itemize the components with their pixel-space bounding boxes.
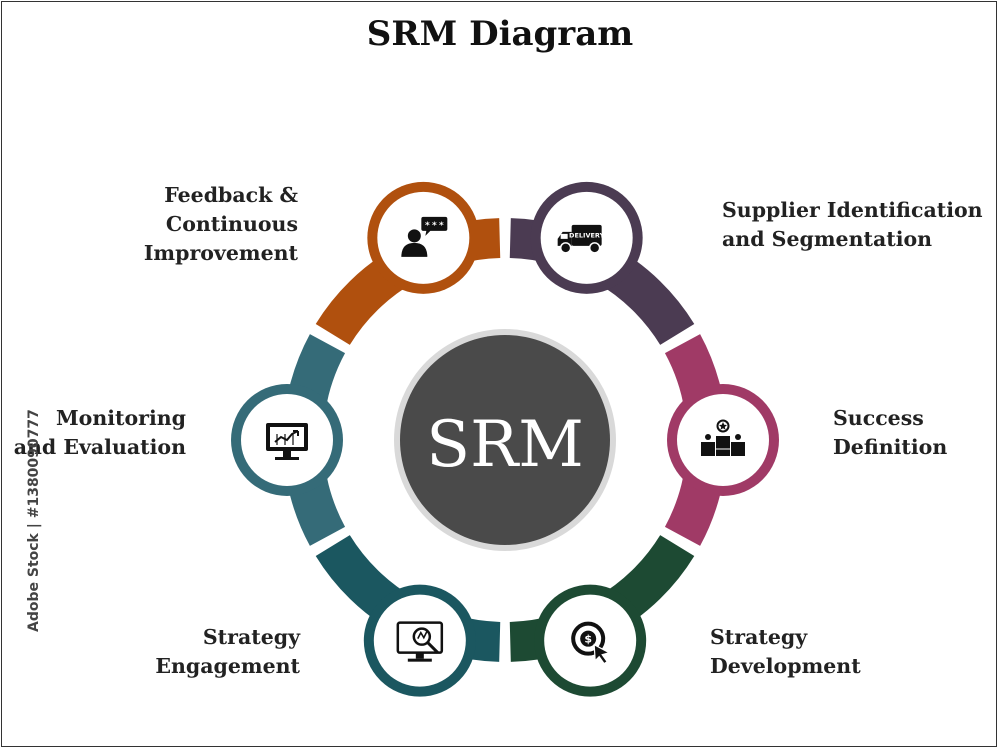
feedback-person-icon: *** bbox=[401, 216, 448, 257]
label-line: and Segmentation bbox=[722, 227, 933, 251]
center-label: SRM bbox=[426, 408, 584, 482]
stock-watermark-id: Adobe Stock | #1380090777 bbox=[26, 409, 42, 632]
monitor-magnifier-icon bbox=[396, 621, 444, 662]
label-line: Success bbox=[833, 406, 924, 430]
label-line: Continuous bbox=[165, 212, 298, 236]
icon-badge-supplier: DELIVERY bbox=[530, 181, 643, 294]
icon-badge-engagement bbox=[363, 584, 476, 697]
svg-text:*: * bbox=[425, 221, 430, 231]
svg-text:DELIVERY: DELIVERY bbox=[569, 231, 605, 239]
monitor-chart-icon bbox=[266, 423, 308, 460]
label-line: Engagement bbox=[155, 654, 300, 678]
label-line: Definition bbox=[833, 435, 948, 459]
icon-badge-inner bbox=[373, 594, 466, 687]
label-line: Supplier Identification bbox=[722, 198, 983, 222]
label-strategy-development: Strategy Development bbox=[710, 623, 861, 681]
label-line: Strategy bbox=[202, 625, 300, 649]
delivery-truck-icon: DELIVERY bbox=[557, 224, 605, 254]
dollar-click-icon: $ bbox=[571, 621, 611, 665]
label-monitoring-evaluation: Monitoring and Evaluation bbox=[14, 404, 186, 462]
svg-text:*: * bbox=[432, 221, 437, 231]
label-line: Strategy bbox=[710, 625, 808, 649]
podium-icon bbox=[701, 419, 745, 456]
label-supplier-identification: Supplier Identification and Segmentation bbox=[722, 196, 983, 254]
page-title: SRM Diagram bbox=[366, 14, 634, 54]
label-feedback-improvement: Feedback & Continuous Improvement bbox=[144, 181, 298, 268]
center-circle bbox=[400, 335, 610, 545]
label-line: Feedback & bbox=[164, 183, 298, 207]
icon-badge-development: $ bbox=[534, 584, 647, 697]
icon-badge-feedback: *** bbox=[367, 181, 480, 294]
label-line: and Evaluation bbox=[13, 435, 186, 459]
svg-text:$: $ bbox=[584, 633, 592, 646]
label-strategy-engagement: Strategy Engagement bbox=[155, 623, 300, 681]
icon-badge-monitoring bbox=[231, 384, 343, 496]
label-success-definition: Success Definition bbox=[833, 404, 947, 462]
icon-badge-inner bbox=[377, 191, 470, 284]
icon-badge-success bbox=[667, 384, 779, 496]
label-line: Improvement bbox=[143, 241, 298, 265]
label-line: Development bbox=[710, 654, 861, 678]
label-line: Monitoring bbox=[55, 406, 186, 430]
svg-text:*: * bbox=[439, 221, 444, 231]
